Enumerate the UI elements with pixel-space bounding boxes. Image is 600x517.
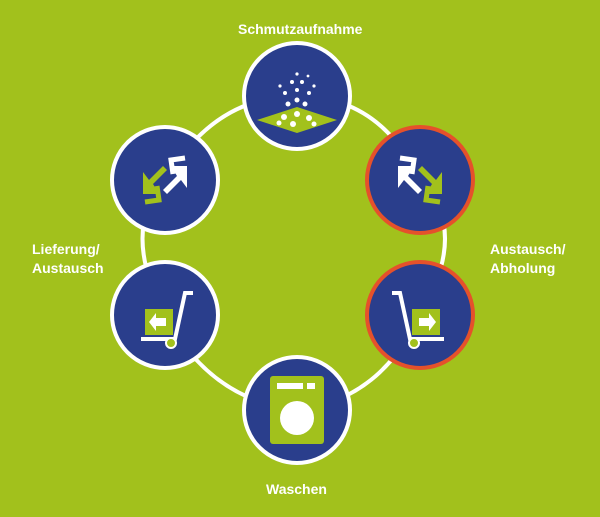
label-delivery-exchange-line2: Austausch [32,260,104,276]
node-delivery-exchange-cycle [110,125,220,235]
label-exchange-pickup-line2: Abholung [490,260,556,276]
exchange-arrows-icon [143,155,187,205]
label-exchange-pickup: Austausch/ Abholung [490,240,565,278]
hand-truck-right-icon [392,291,444,349]
exchange-arrows-icon [398,155,442,205]
node-exchange-pickup-cycle [365,125,475,235]
dirt-mat-icon [257,72,337,133]
label-exchange-pickup-line1: Austausch/ [490,241,566,257]
label-delivery-exchange: Lieferung/ Austausch [32,240,104,278]
label-delivery-exchange-line1: Lieferung/ [32,241,100,257]
hand-truck-left-icon [141,291,193,349]
node-dirt-intake [242,41,352,151]
node-exchange-pickup-cart [365,260,475,370]
node-washing [242,355,352,465]
washing-machine-icon [270,376,324,444]
node-delivery-exchange-cart [110,260,220,370]
label-washing: Waschen [266,481,327,497]
label-dirt-intake: Schmutzaufnahme [238,21,363,37]
